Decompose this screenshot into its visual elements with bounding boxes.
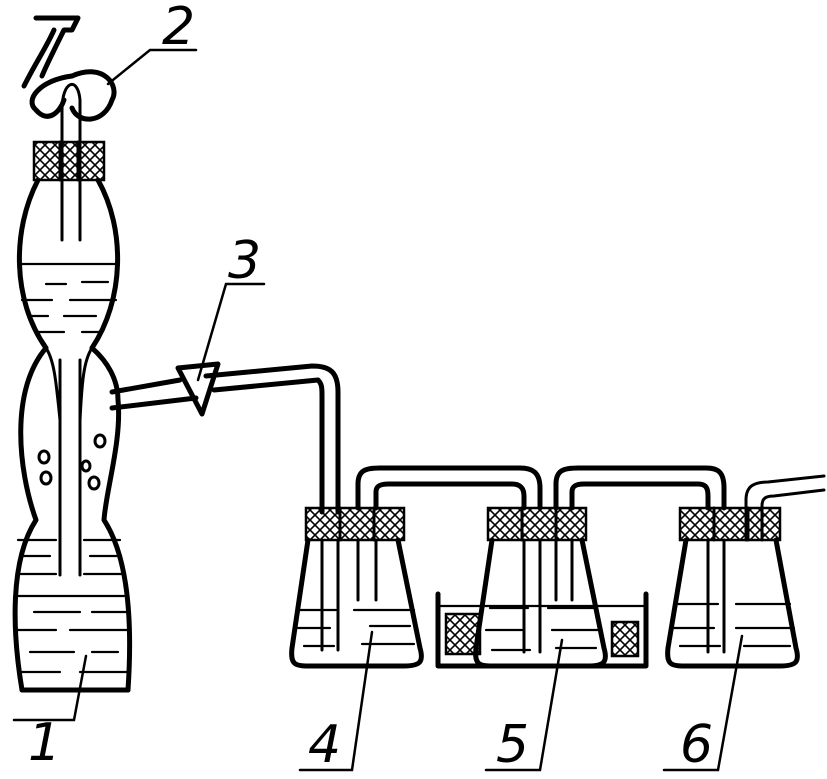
label-flask-right: 6 bbox=[680, 715, 713, 775]
cooling-bath bbox=[435, 591, 649, 669]
leader-line-6 bbox=[662, 634, 744, 772]
bridge-tube-2 bbox=[553, 465, 727, 511]
leader-line-4 bbox=[298, 630, 374, 772]
gas-bubbles bbox=[37, 433, 107, 491]
label-generator: 1 bbox=[28, 713, 61, 773]
flask-middle bbox=[473, 506, 608, 669]
label-stopcock: 3 bbox=[228, 231, 261, 291]
funnel-tap bbox=[21, 15, 117, 242]
generator-stopper bbox=[32, 140, 106, 182]
flask-left bbox=[289, 506, 424, 669]
flask-right bbox=[665, 474, 826, 669]
label-flask-middle: 5 bbox=[496, 715, 529, 775]
label-dropping-funnel: 2 bbox=[162, 0, 195, 57]
label-flask-left: 4 bbox=[308, 715, 341, 775]
leader-line-3 bbox=[196, 282, 266, 382]
leader-line-5 bbox=[484, 638, 564, 772]
delivery-tube bbox=[109, 361, 341, 515]
bridge-tube-1 bbox=[355, 465, 543, 511]
leader-line-2 bbox=[106, 48, 198, 86]
leader-line-1 bbox=[12, 654, 88, 722]
generator-vessel bbox=[12, 177, 133, 693]
